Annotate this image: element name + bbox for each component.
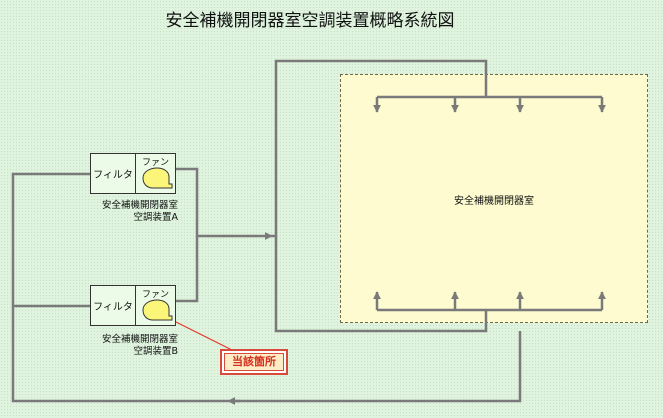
switchgear-room-label: 安全補機開閉器室	[454, 196, 534, 207]
fan-label-a: ファン	[141, 158, 169, 168]
supply-duct-a	[176, 167, 258, 238]
affected-location-label: 当該箇所	[224, 353, 284, 371]
air-conditioner-unit-a: フィルタ ファン	[90, 153, 176, 194]
supply-riser	[272, 59, 488, 238]
unit-b-divider	[135, 286, 136, 325]
affected-location-callout: 当該箇所	[220, 349, 288, 375]
unit-a-caption: 安全補機開閉器室 空調装置A	[88, 200, 178, 224]
fan-icon	[142, 167, 173, 189]
diagram-title: 安全補機開閉器室空調装置概略系統図	[165, 11, 455, 31]
switchgear-room	[340, 74, 648, 323]
fan-label-b: ファン	[141, 290, 169, 300]
unit-b-caption: 安全補機開閉器室 空調装置B	[88, 334, 178, 358]
unit-a-caption-line2: 空調装置A	[133, 212, 179, 223]
return-duct-units	[274, 236, 488, 333]
fan-icon	[142, 299, 173, 321]
filter-label-a: フィルタ	[93, 170, 133, 181]
air-conditioner-unit-b: フィルタ ファン	[90, 285, 176, 326]
supply-duct-b	[176, 236, 199, 303]
unit-a-divider	[135, 154, 136, 193]
unit-b-caption-line1: 安全補機開閉器室	[101, 334, 178, 345]
outer-return-duct	[232, 331, 522, 403]
unit-a-caption-line1: 安全補機開閉器室	[101, 200, 178, 211]
unit-b-caption-line2: 空調装置B	[133, 346, 178, 357]
outer-return-line	[11, 172, 228, 403]
filter-label-b: フィルタ	[93, 302, 133, 313]
